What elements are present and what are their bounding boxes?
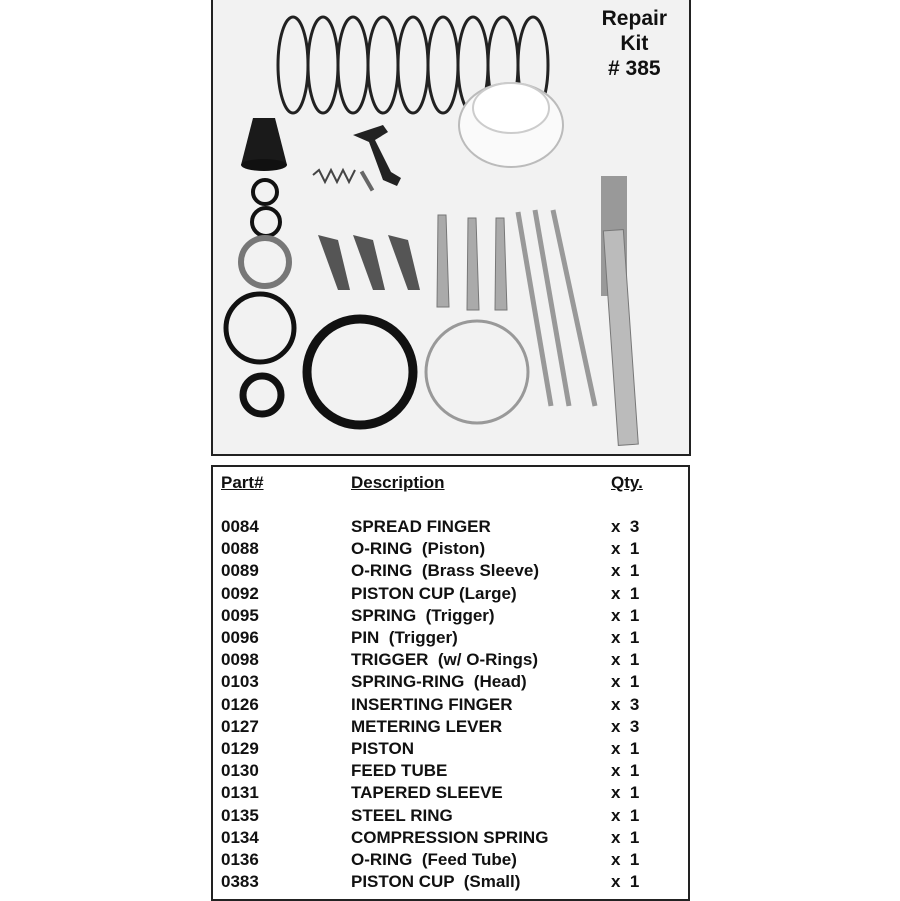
part-description: PISTON CUP (Small) (351, 872, 521, 892)
trigger-spring (312, 167, 356, 185)
part-description: FEED TUBE (351, 761, 448, 781)
spread-fingers (436, 214, 508, 311)
part-description: COMPRESSION SPRING (351, 827, 549, 847)
table-row: 0096 PIN (Trigger) x 1 (213, 628, 688, 650)
part-qty: x 1 (611, 539, 640, 559)
inserting-fingers (515, 209, 598, 407)
part-description: SPRING-RING (Head) (351, 672, 527, 692)
kit-label-line2: Kit (620, 32, 649, 55)
part-qty: x 1 (611, 805, 640, 825)
kit-label: Repair Kit # 385 (602, 6, 667, 81)
part-qty: x 1 (611, 672, 640, 692)
part-description: INSERTING FINGER (351, 694, 513, 714)
table-row: 0092 PISTON CUP (Large) x 1 (213, 584, 688, 606)
trigger (353, 125, 401, 186)
part-description: SPREAD FINGER (351, 517, 491, 536)
parts-photo: Repair Kit # 385 (211, 0, 691, 456)
part-number: 0134 (221, 827, 259, 847)
table-row: 0089 O-RING (Brass Sleeve) x 1 (213, 561, 688, 583)
part-number: 0092 (221, 583, 259, 603)
table-row: 0134 COMPRESSION SPRING x 1 (213, 828, 688, 850)
part-number: 0103 (221, 672, 259, 692)
kit-label-line3: # 385 (608, 57, 661, 80)
header-part: Part# (221, 473, 264, 492)
part-qty: x 1 (611, 761, 640, 781)
table-row: 0130 FEED TUBE x 1 (213, 761, 688, 783)
part-number: 0096 (221, 628, 259, 647)
part-qty: x 1 (611, 739, 640, 758)
table-row: 0084 SPREAD FINGER x 3 (213, 517, 688, 539)
part-qty: x 1 (611, 850, 640, 869)
part-qty: x 3 (611, 716, 640, 736)
parts-table: Part# Description Qty. 0084 SPREAD FINGER… (211, 465, 690, 901)
table-row: 0136 O-RING (Feed Tube) x 1 (213, 850, 688, 872)
part-qty: x 1 (611, 827, 640, 847)
table-row: 0088 O-RING (Piston) x 1 (213, 539, 688, 561)
part-number: 0126 (221, 694, 259, 714)
part-qty: x 3 (611, 517, 640, 536)
trigger-pin (359, 170, 375, 192)
part-description: TRIGGER (w/ O-Rings) (351, 650, 538, 670)
table-row: 0383 PISTON CUP (Small) x 1 (213, 872, 688, 894)
part-qty: x 1 (611, 605, 640, 625)
part-description: O-RING (Feed Tube) (351, 850, 517, 869)
header-description: Description (351, 473, 445, 492)
part-description: METERING LEVER (351, 716, 503, 736)
parts-illustration (223, 15, 639, 446)
part-number: 0130 (221, 761, 259, 781)
table-row: 0129 PISTON x 1 (213, 739, 688, 761)
part-qty: x 1 (611, 561, 640, 581)
part-number: 0136 (221, 850, 259, 869)
part-number: 0088 (221, 539, 259, 559)
feed-tube (601, 176, 639, 446)
part-description: TAPERED SLEEVE (351, 783, 503, 803)
part-number: 0098 (221, 650, 259, 670)
table-row: 0098 TRIGGER (w/ O-Rings) x 1 (213, 650, 688, 672)
part-qty: x 1 (611, 583, 640, 603)
piston-cup-small (241, 118, 287, 165)
kit-label-line1: Repair (601, 7, 667, 30)
table-row: 0135 STEEL RING x 1 (213, 806, 688, 828)
compression-spring (276, 15, 550, 115)
table-row: 0103 SPRING-RING (Head) x 1 (213, 672, 688, 694)
part-description: PISTON CUP (Large) (351, 583, 517, 603)
part-number: 0084 (221, 517, 259, 536)
part-number: 0135 (221, 805, 259, 825)
table-row: 0131 TAPERED SLEEVE x 1 (213, 783, 688, 805)
part-qty: x 3 (611, 694, 640, 714)
part-qty: x 1 (611, 783, 640, 803)
part-description: PISTON (351, 739, 414, 758)
header-qty: Qty. (611, 473, 643, 492)
part-description: O-RING (Piston) (351, 539, 486, 559)
part-number: 0129 (221, 739, 259, 758)
part-description: STEEL RING (351, 805, 453, 825)
part-qty: x 1 (611, 872, 640, 892)
table-row: 0095 SPRING (Trigger) x 1 (213, 606, 688, 628)
part-number: 0131 (221, 783, 259, 803)
part-description: O-RING (Brass Sleeve) (351, 561, 540, 581)
table-row: 0126 INSERTING FINGER x 3 (213, 695, 688, 717)
part-qty: x 1 (611, 650, 640, 670)
piston-white (458, 82, 564, 168)
part-description: PIN (Trigger) (351, 628, 458, 647)
part-number: 0383 (221, 872, 259, 892)
part-description: SPRING (Trigger) (351, 605, 495, 625)
metering-levers (318, 235, 420, 290)
part-number: 0095 (221, 605, 259, 625)
part-number: 0089 (221, 561, 259, 581)
part-number: 0127 (221, 716, 259, 736)
part-qty: x 1 (611, 628, 640, 647)
table-row: 0127 METERING LEVER x 3 (213, 717, 688, 739)
